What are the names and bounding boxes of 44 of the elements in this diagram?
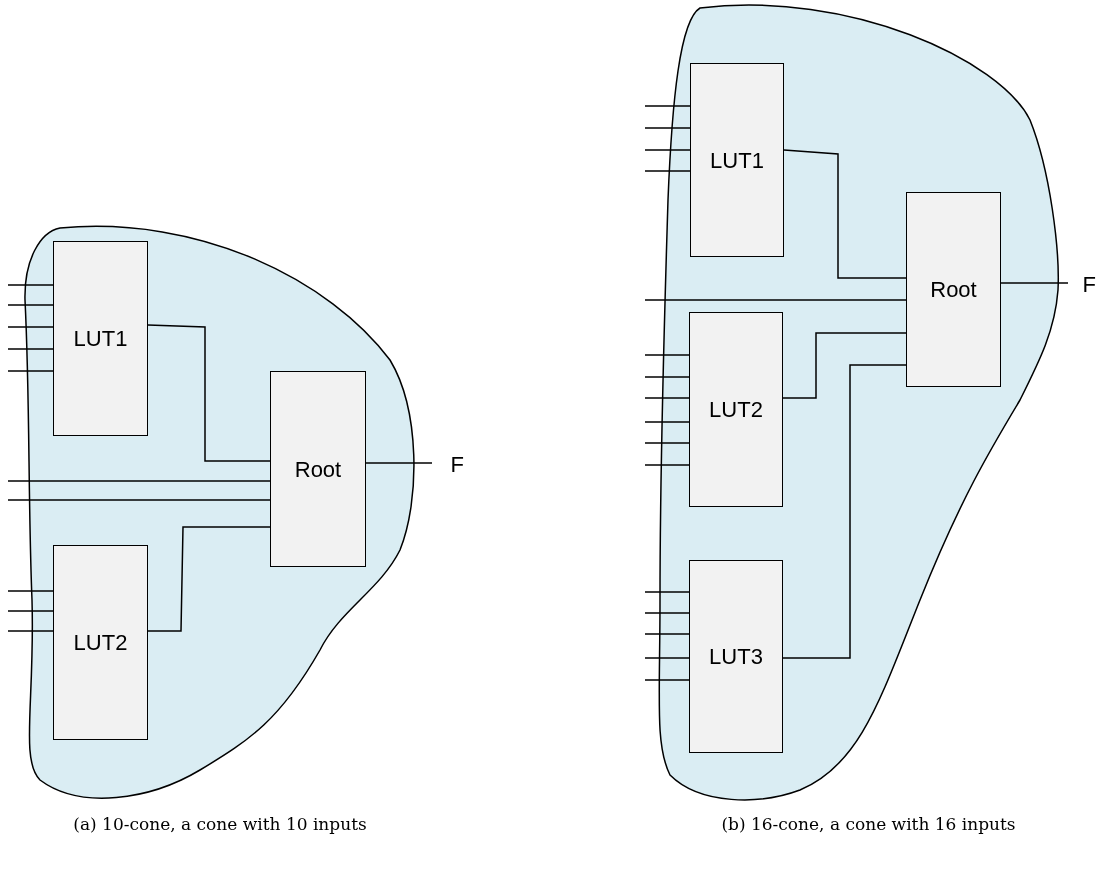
- signal-wire: [644, 679, 690, 681]
- lut-block: LUT2: [689, 312, 783, 507]
- signal-wire: [147, 324, 271, 462]
- signal-wire: [644, 105, 691, 107]
- signal-wire: [644, 633, 690, 635]
- signal-wire: [365, 462, 433, 464]
- signal-wire: [644, 442, 690, 444]
- signal-wire: [7, 370, 54, 372]
- signal-wire: [7, 348, 54, 350]
- signal-wire: [7, 284, 54, 286]
- lut-block: LUT3: [689, 560, 783, 753]
- signal-wire: [644, 299, 907, 301]
- signal-wire: [7, 630, 54, 632]
- signal-wire: [782, 364, 907, 659]
- lut-block: Root: [270, 371, 366, 567]
- subfigure-caption: (a) 10-cone, a cone with 10 inputs: [73, 813, 367, 836]
- lut-block: LUT1: [690, 63, 784, 257]
- signal-wire: [783, 149, 907, 279]
- output-label: F: [450, 450, 464, 479]
- signal-wire: [644, 354, 690, 356]
- signal-wire: [782, 332, 907, 399]
- signal-wire: [7, 590, 54, 592]
- signal-wire: [644, 612, 690, 614]
- signal-wire: [7, 480, 271, 482]
- signal-wire: [147, 526, 271, 632]
- signal-wire: [644, 376, 690, 378]
- lut-block: LUT1: [53, 241, 148, 436]
- signal-wire: [644, 127, 691, 129]
- signal-wire: [7, 499, 271, 501]
- signal-wire: [644, 421, 690, 423]
- output-label: F: [1082, 270, 1096, 299]
- subfigure-caption: (b) 16-cone, a cone with 16 inputs: [721, 813, 1016, 836]
- signal-wire: [644, 170, 691, 172]
- signal-wire: [644, 657, 690, 659]
- signal-wire: [644, 149, 691, 151]
- lut-block: Root: [906, 192, 1001, 387]
- signal-wire: [7, 610, 54, 612]
- signal-wire: [7, 326, 54, 328]
- signal-wire: [7, 304, 54, 306]
- signal-wire: [644, 591, 690, 593]
- signal-wire: [644, 464, 690, 466]
- signal-wire: [1000, 282, 1069, 284]
- signal-wire: [644, 397, 690, 399]
- lut-block: LUT2: [53, 545, 148, 740]
